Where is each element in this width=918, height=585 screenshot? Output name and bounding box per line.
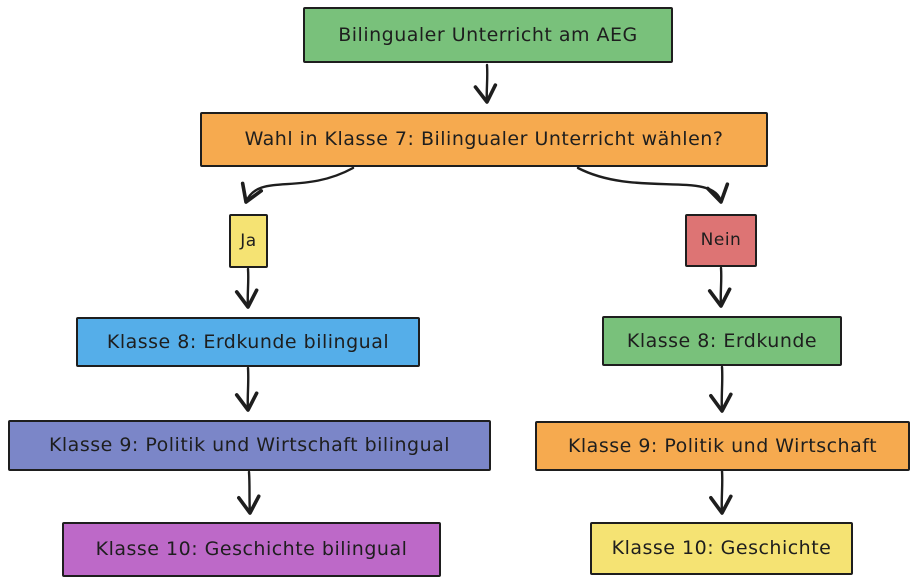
node-ja-label: Ja [240, 230, 257, 251]
arrow-left-k8-to-left-k9 [234, 366, 259, 412]
arrow-ja-to-left-k8 [234, 267, 259, 309]
node-title-label: Bilingualer Unterricht am AEG [338, 23, 638, 46]
arrow-right-k8-to-right-k9 [709, 365, 733, 413]
node-decision-label: Wahl in Klasse 7: Bilingualer Unterricht… [244, 128, 724, 151]
node-klasse10: Klasse 10: Geschichte [590, 522, 853, 575]
node-klasse8-bilingual-label: Klasse 8: Erdkunde bilingual [106, 330, 390, 353]
arrow-nein-to-right-k8 [707, 266, 732, 308]
arrow-right-k9-to-right-k10 [709, 469, 733, 515]
node-nein-label: Nein [700, 230, 742, 251]
node-klasse9: Klasse 9: Politik und Wirtschaft [535, 421, 910, 471]
node-klasse8: Klasse 8: Erdkunde [602, 316, 842, 366]
node-branch-nein: Nein [685, 214, 757, 267]
arrow-decision-to-nein [576, 166, 730, 204]
node-klasse9-label: Klasse 9: Politik und Wirtschaft [567, 434, 878, 457]
node-branch-ja: Ja [229, 214, 268, 268]
node-klasse8-label: Klasse 8: Erdkunde [626, 329, 818, 352]
node-klasse10-label: Klasse 10: Geschichte [611, 537, 832, 560]
node-title: Bilingualer Unterricht am AEG [303, 7, 673, 63]
node-klasse9-bilingual: Klasse 9: Politik und Wirtschaft bilingu… [8, 420, 491, 471]
node-decision-klasse7: Wahl in Klasse 7: Bilingualer Unterricht… [200, 112, 768, 167]
node-klasse10-bilingual-label: Klasse 10: Geschichte bilingual [95, 538, 408, 561]
node-klasse10-bilingual: Klasse 10: Geschichte bilingual [62, 522, 441, 577]
arrow-left-k9-to-left-k10 [237, 470, 261, 515]
node-klasse9-bilingual-label: Klasse 9: Politik und Wirtschaft bilingu… [48, 434, 451, 457]
node-klasse8-bilingual: Klasse 8: Erdkunde bilingual [76, 317, 420, 367]
arrow-title-to-decision [473, 63, 498, 104]
arrow-decision-to-ja [240, 166, 355, 204]
